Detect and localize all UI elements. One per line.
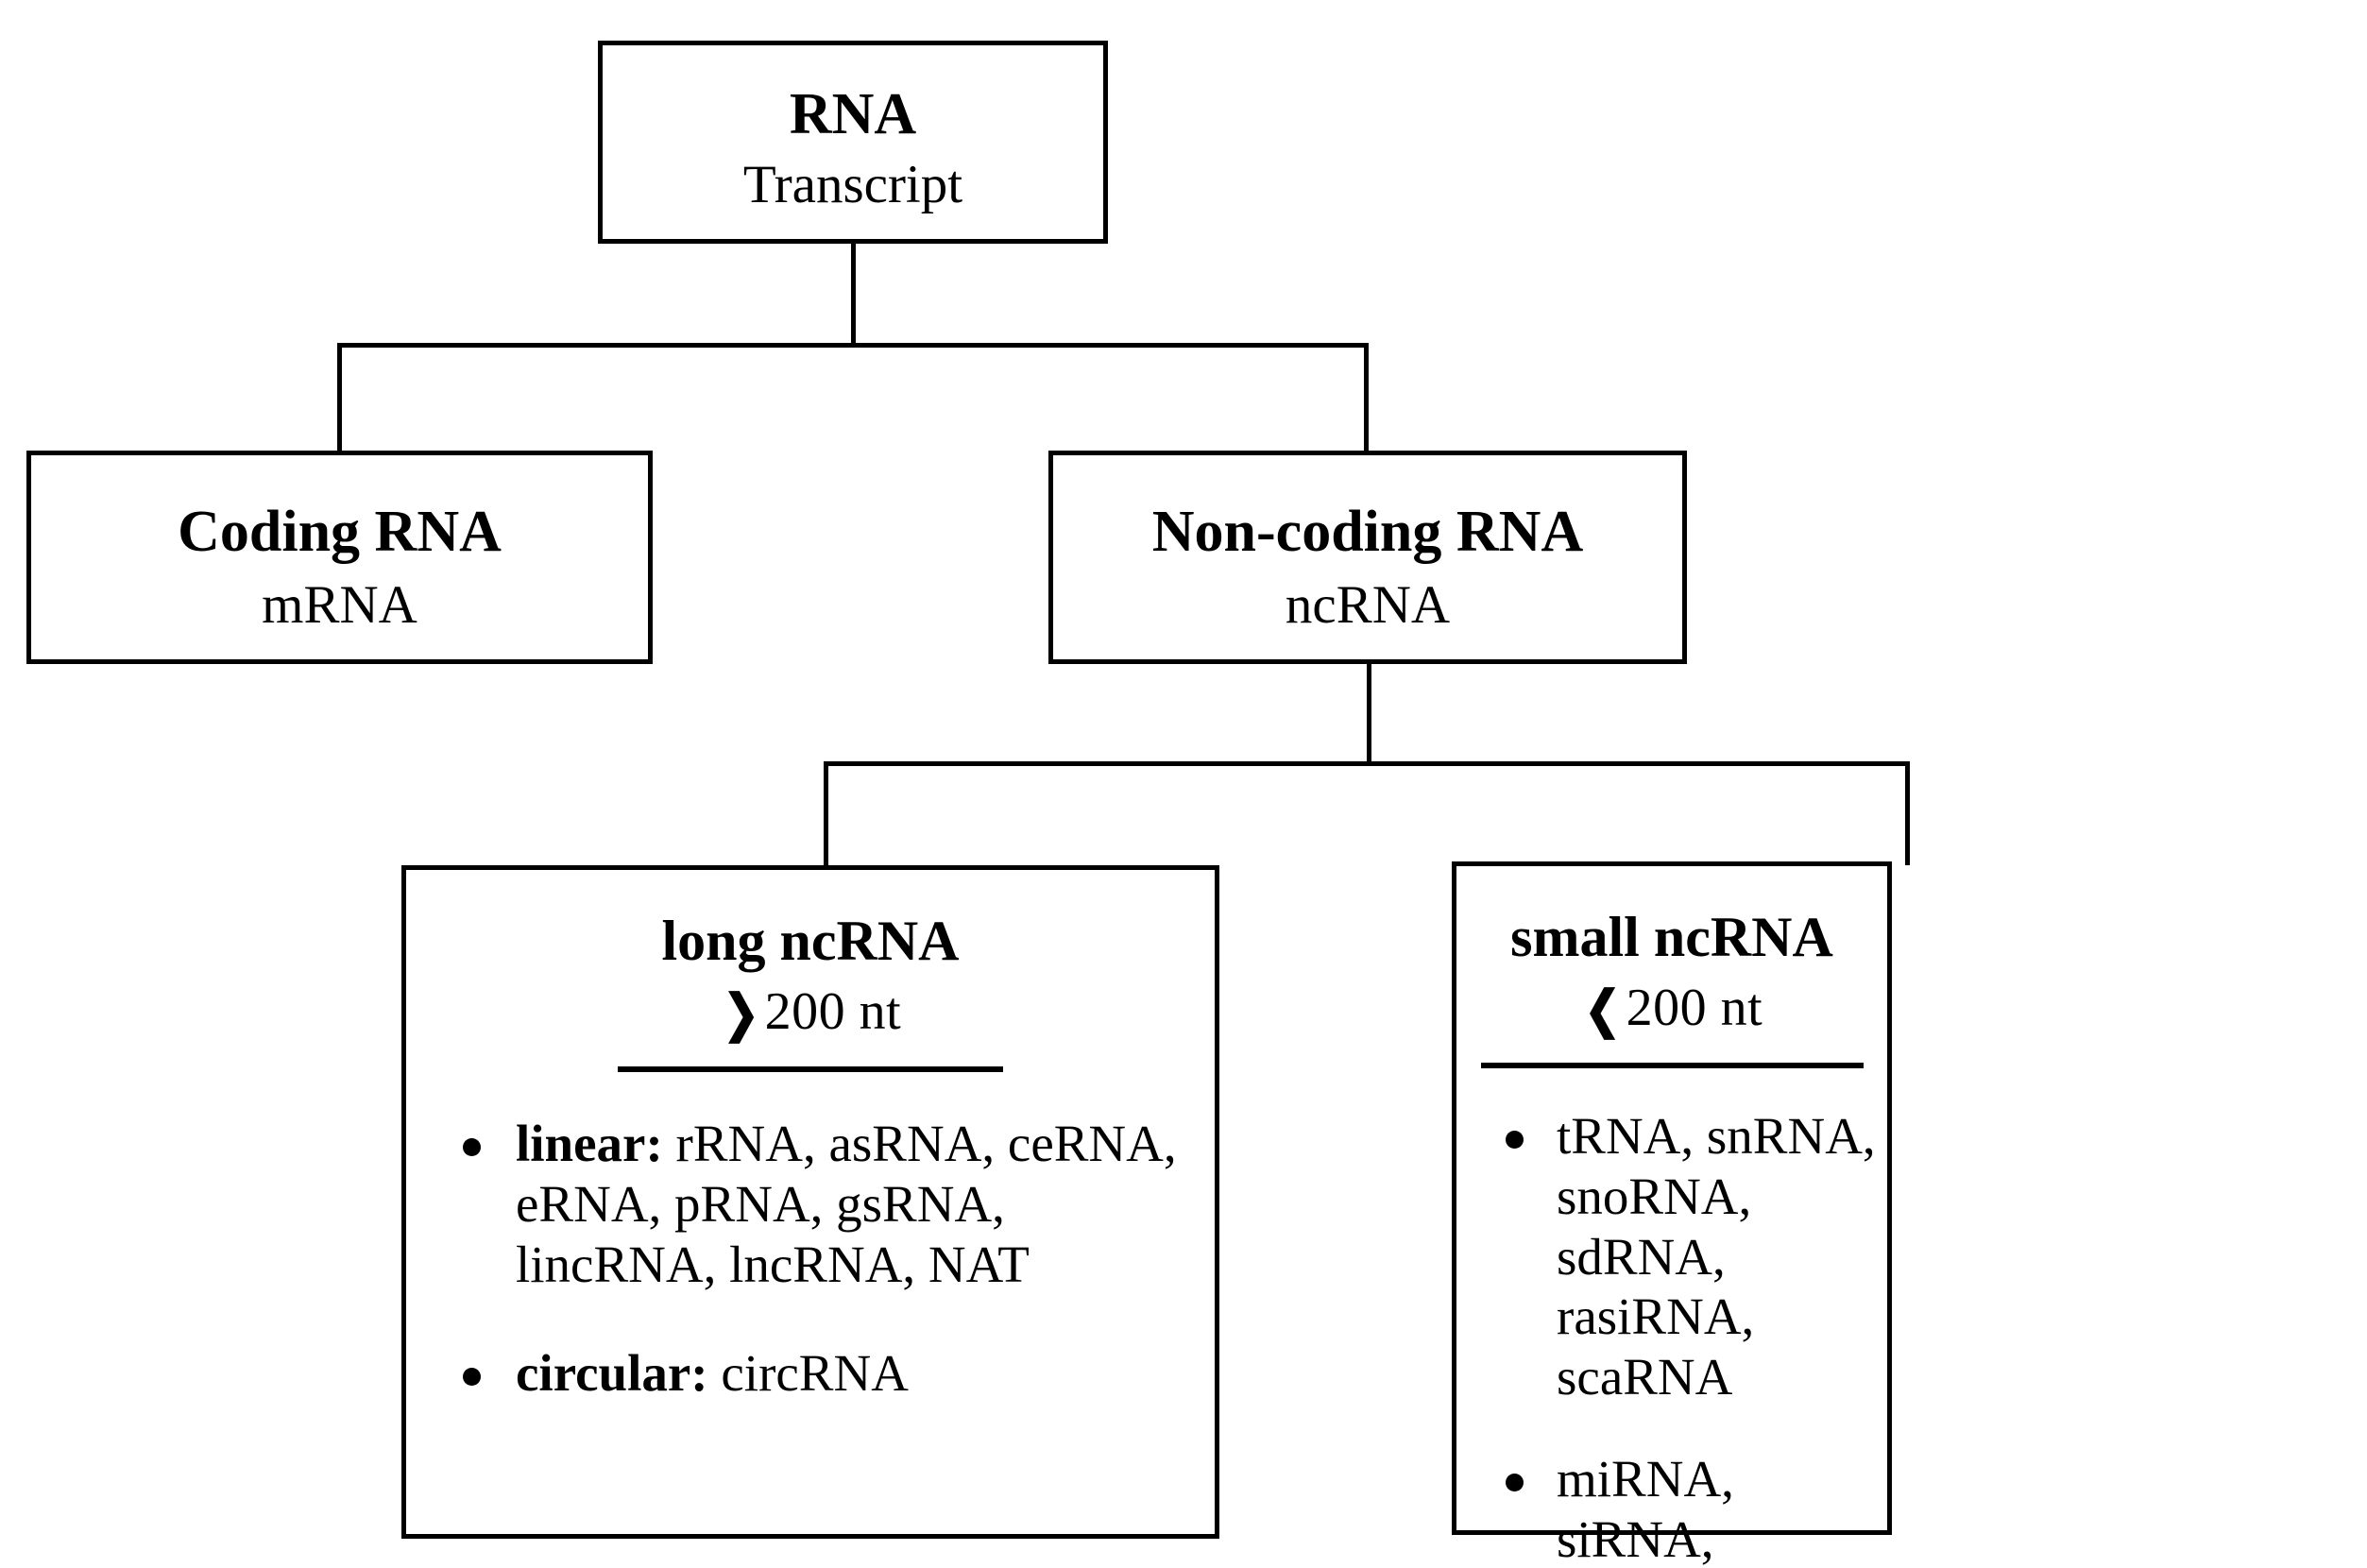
connector-to-small-ncrna	[1905, 761, 1910, 865]
list-item: tRNA, snRNA, snoRNA, sdRNA, rasiRNA, sca…	[1498, 1106, 1878, 1407]
connector-to-non-coding-rna	[1364, 343, 1369, 453]
node-small-ncrna-title: small ncRNA	[1510, 906, 1833, 968]
list-item-text: rRNA, asRNA, ceRNA, eRNA, pRNA, gsRNA, l…	[516, 1114, 1177, 1293]
list-item-lead: linear:	[516, 1114, 663, 1172]
connector-non-coding-stem	[1367, 664, 1371, 765]
node-long-ncrna: long ncRNA ❯200 nt linear: rRNA, asRNA, …	[401, 865, 1219, 1539]
list-item-text: circRNA	[707, 1344, 909, 1403]
node-small-ncrna-header: small ncRNA ❮200 nt	[1456, 866, 1887, 1068]
node-small-ncrna: small ncRNA ❮200 nt tRNA, snRNA, snoRNA,…	[1452, 861, 1892, 1568]
node-non-coding-rna-title: Non-coding RNA	[1151, 500, 1584, 565]
connector-rna-to-branch-stem	[851, 243, 856, 347]
node-long-ncrna-title: long ncRNA	[661, 910, 960, 972]
connector-to-coding-rna	[337, 343, 342, 453]
list-item: linear: rRNA, asRNA, ceRNA, eRNA, pRNA, …	[455, 1114, 1196, 1294]
long-ncrna-list: linear: rRNA, asRNA, ceRNA, eRNA, pRNA, …	[406, 1072, 1215, 1404]
node-coding-rna: Coding RNA mRNA	[26, 451, 653, 664]
node-rna-title: RNA	[789, 81, 917, 146]
greater-than-icon: ❯	[723, 985, 760, 1043]
node-non-coding-rna-subtitle: ncRNA	[1285, 574, 1451, 635]
connector-tier1-horizontal-bar	[337, 343, 1369, 348]
list-item-text: miRNA, siRNA, piRNA, tiRNA, stRNA, endo-…	[1557, 1449, 1734, 1568]
node-long-ncrna-header: long ncRNA ❯200 nt	[406, 870, 1215, 1072]
less-than-icon: ❮	[1584, 981, 1622, 1039]
node-coding-rna-title: Coding RNA	[178, 500, 502, 565]
list-item: miRNA, siRNA, piRNA, tiRNA, stRNA, endo-…	[1498, 1449, 1878, 1568]
node-coding-rna-subtitle: mRNA	[262, 574, 417, 635]
node-long-ncrna-size-value: 200 nt	[764, 982, 902, 1042]
node-long-ncrna-size: ❯200 nt	[720, 982, 901, 1042]
list-item: circular: circRNA	[455, 1343, 1196, 1404]
node-rna: RNA Transcript	[598, 41, 1108, 244]
node-small-ncrna-size: ❮200 nt	[1581, 979, 1762, 1038]
node-rna-subtitle: Transcript	[742, 155, 963, 215]
connector-to-long-ncrna	[824, 761, 828, 868]
divider-long-ncrna	[618, 1065, 1003, 1072]
connector-tier2-horizontal-bar	[824, 761, 1910, 766]
node-small-ncrna-size-value: 200 nt	[1626, 979, 1763, 1038]
list-item-text: tRNA, snRNA, snoRNA, sdRNA, rasiRNA, sca…	[1557, 1106, 1876, 1406]
list-item-lead: circular:	[516, 1344, 708, 1403]
node-non-coding-rna: Non-coding RNA ncRNA	[1048, 451, 1687, 664]
small-ncrna-list: tRNA, snRNA, snoRNA, sdRNA, rasiRNA, sca…	[1456, 1068, 1887, 1568]
divider-small-ncrna	[1480, 1062, 1864, 1068]
